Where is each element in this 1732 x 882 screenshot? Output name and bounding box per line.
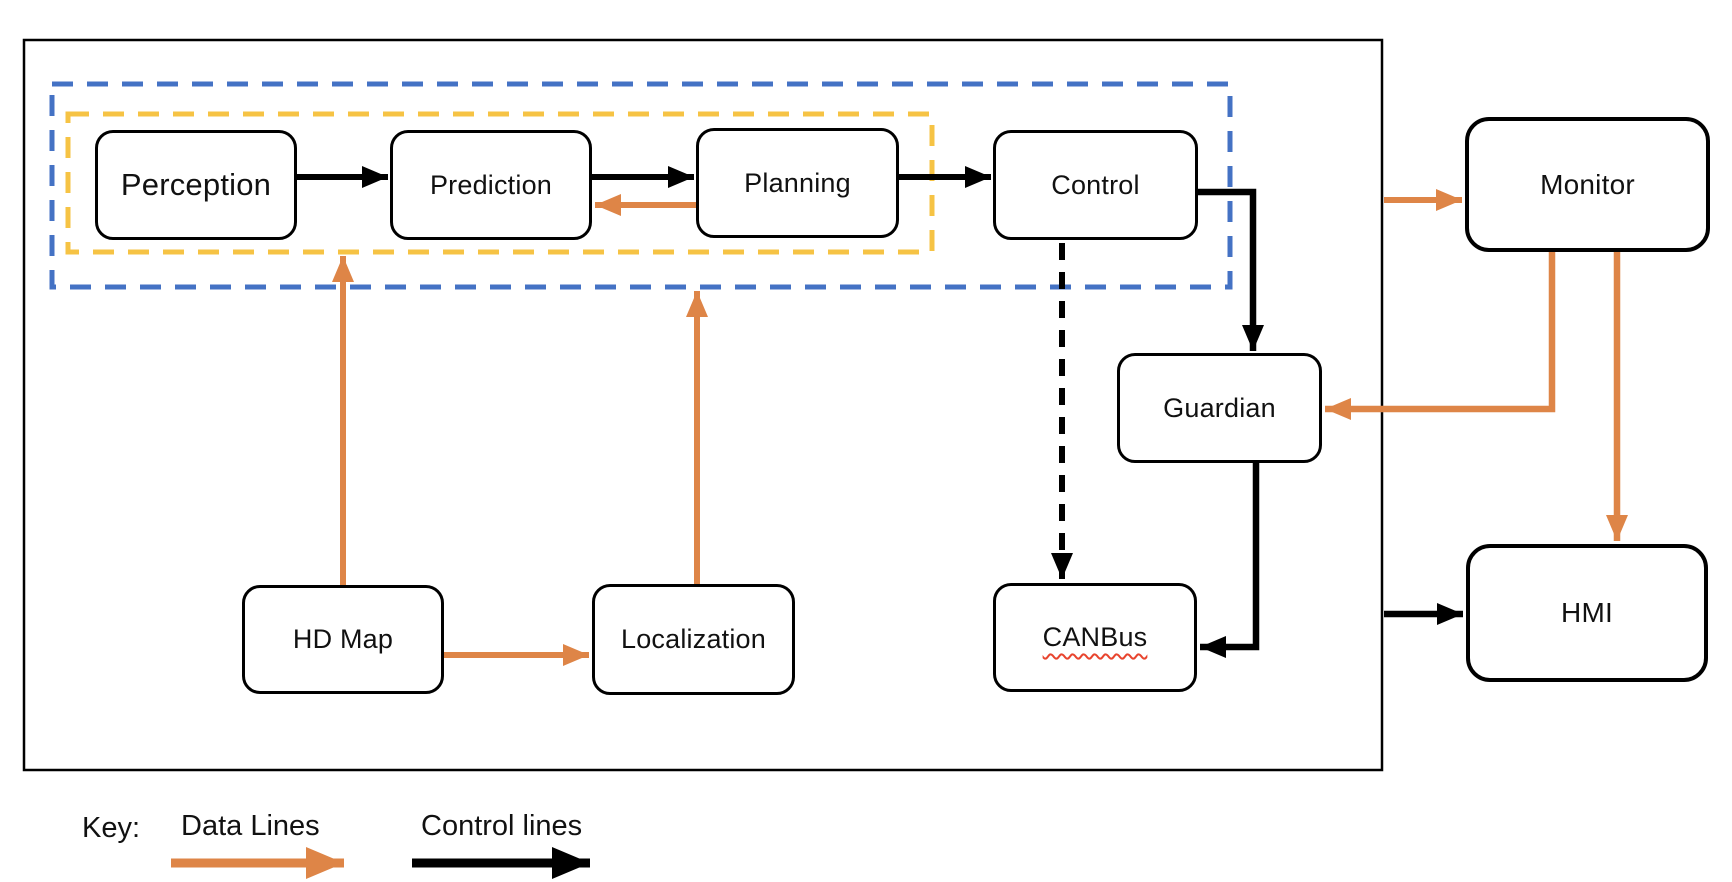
node-canbus-label: CANBus (1042, 622, 1148, 652)
node-planning-label: Planning (744, 167, 851, 198)
node-planning: Planning (696, 128, 899, 238)
legend-key-label: Key: (82, 812, 141, 844)
node-canbus: CANBus (993, 583, 1197, 692)
blue-dashed-group-box (49, 81, 1233, 290)
node-hmi-label: HMI (1561, 597, 1613, 628)
node-prediction-label: Prediction (429, 169, 553, 200)
node-prediction: Prediction (390, 130, 592, 240)
arrow-guardian-to-canbus (1200, 463, 1260, 658)
arrow-control-to-guardian (1198, 188, 1264, 351)
system-boundary-box (22, 38, 1384, 772)
node-perception: Perception (95, 130, 297, 240)
node-monitor: Monitor (1465, 117, 1710, 252)
node-monitor-label: Monitor (1540, 168, 1635, 200)
node-hd-map: HD Map (242, 585, 444, 694)
node-localization: Localization (592, 584, 795, 695)
node-perception-label: Perception (120, 167, 272, 202)
node-guardian: Guardian (1117, 353, 1322, 463)
node-hd-map-label: HD Map (292, 624, 394, 654)
legend-control-lines-label: Control lines (421, 810, 583, 842)
legend-data-lines-label: Data Lines (181, 810, 320, 842)
arrow-monitor-to-guardian (1325, 252, 1556, 420)
node-control: Control (993, 130, 1198, 240)
yellow-dashed-group-box (65, 111, 935, 255)
node-localization-label: Localization (621, 624, 766, 654)
node-guardian-label: Guardian (1163, 392, 1276, 423)
node-hmi: HMI (1466, 544, 1708, 682)
node-control-label: Control (1051, 169, 1140, 200)
